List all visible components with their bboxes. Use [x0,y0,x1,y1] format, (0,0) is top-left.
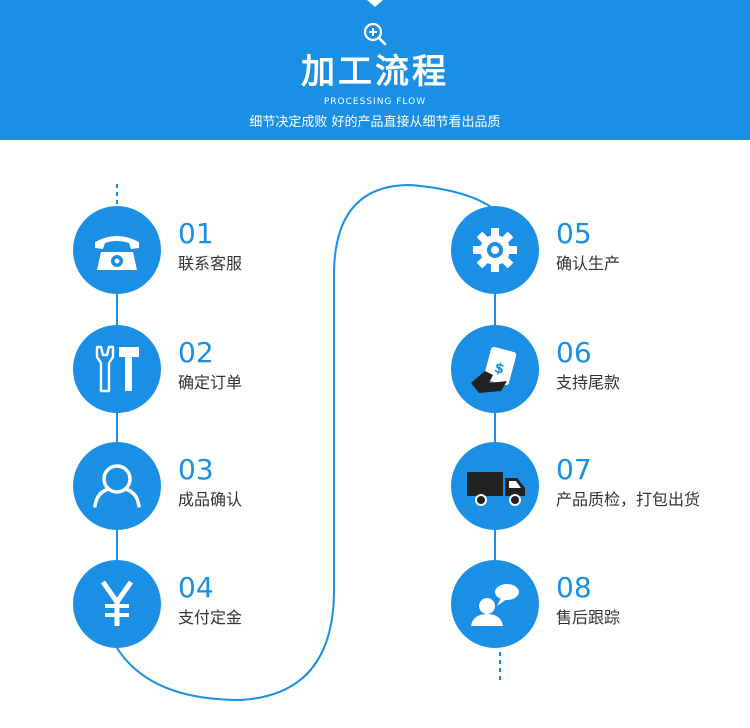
payment-hand-icon: $ [471,346,517,393]
step-label: 成品确认 [178,490,243,509]
step-number: 03 [178,453,214,486]
step-02: 02 确定订单 [73,325,313,415]
yen-icon [100,580,134,626]
chat-user-icon [471,584,519,626]
step-circle [73,442,161,530]
step-08: 08 售后跟踪 [451,560,691,650]
step-label: 确认生产 [556,254,621,273]
step-label: 产品质检，打包出货 [556,490,701,509]
step-circle [73,206,161,294]
step-circle [451,206,539,294]
truck-icon [467,472,525,506]
step-05: 05 确认生产 [451,206,691,296]
page-title: 加工流程 [301,52,449,92]
user-icon [93,464,141,508]
zoom-in-icon [363,22,387,46]
step-circle [73,325,161,413]
step-circle [451,560,539,648]
step-label: 确定订单 [178,373,243,392]
banner-notch [367,0,383,7]
step-number: 06 [556,336,592,369]
step-number: 04 [178,571,214,604]
step-circle [73,560,161,648]
step-07: 07 产品质检，打包出货 [451,442,700,532]
step-number: 02 [178,336,214,369]
step-number: 08 [556,571,592,604]
step-number: 05 [556,217,592,250]
step-label: 售后跟踪 [556,608,621,627]
tools-icon [95,345,139,393]
step-03: 03 成品确认 [73,442,313,532]
step-06: $ 06 支持尾款 [451,325,691,415]
gear-icon [473,228,517,272]
step-label: 支持尾款 [556,373,621,392]
step-number: 01 [178,217,214,250]
step-01: 01 联系客服 [73,206,313,296]
page-tagline: 细节决定成败 好的产品直接从细节看出品质 [249,115,501,130]
step-label: 支付定金 [178,608,243,627]
step-circle: $ [451,325,539,413]
step-label: 联系客服 [178,254,243,273]
telephone-icon [95,236,139,270]
header-banner: 加工流程 PROCESSING FLOW 细节决定成败 好的产品直接从细节看出品… [0,0,750,140]
step-number: 07 [556,453,592,486]
step-circle [451,442,539,530]
page-subtitle: PROCESSING FLOW [323,97,427,107]
step-04: 04 支付定金 [73,560,313,650]
svg-text:$: $ [492,360,506,378]
